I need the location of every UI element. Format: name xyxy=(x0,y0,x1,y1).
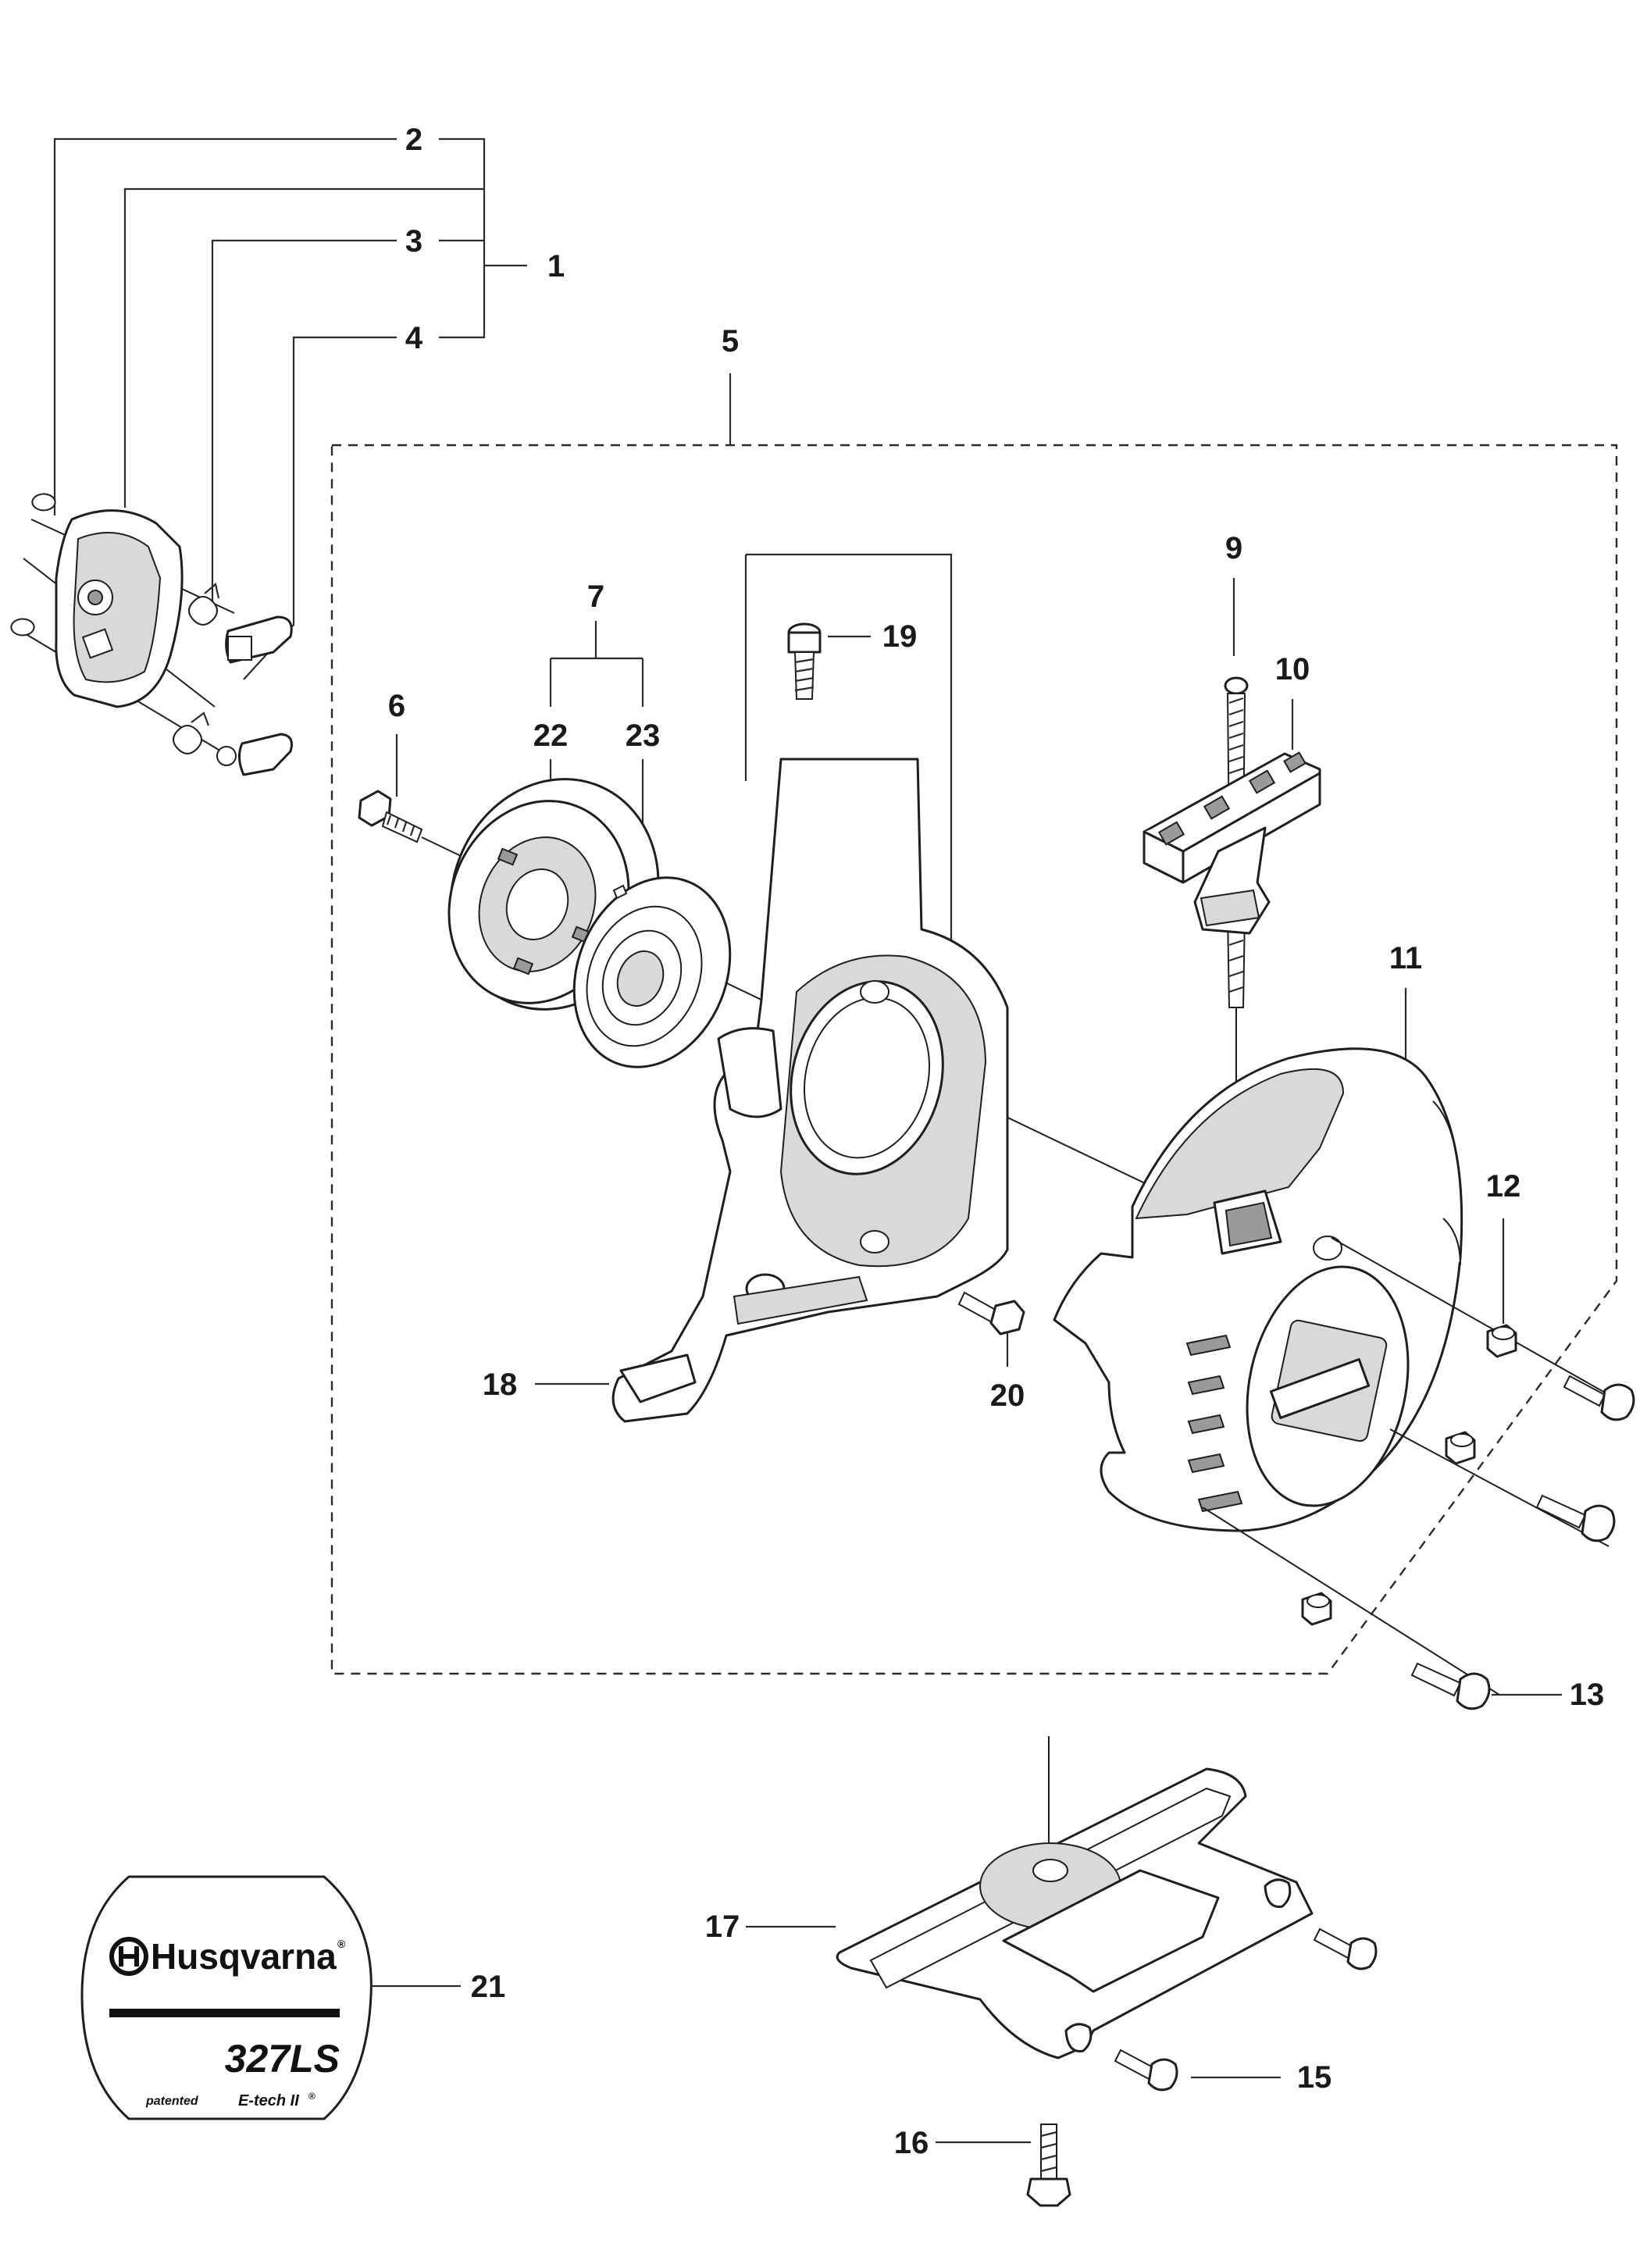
part-screw-19 xyxy=(787,622,822,700)
decal-brand: Husqvarna xyxy=(151,1936,337,1977)
part-spacer-12c xyxy=(1301,1592,1332,1626)
part-spacer-12a xyxy=(1486,1324,1517,1358)
callout-13: 13 xyxy=(1570,1678,1605,1712)
decal-registered: ® xyxy=(337,1938,346,1950)
part-screw-13b xyxy=(1535,1494,1616,1542)
part-screw-15a xyxy=(1313,1927,1378,1970)
part-knob-lower xyxy=(216,733,293,776)
callout-17: 17 xyxy=(705,1910,740,1944)
part-spacer-12b xyxy=(1445,1431,1476,1465)
callout-21: 21 xyxy=(471,1970,506,2004)
callout-16: 16 xyxy=(894,2126,929,2160)
callout-15: 15 xyxy=(1297,2060,1332,2095)
callout-4: 4 xyxy=(405,321,423,355)
callout-22: 22 xyxy=(533,719,569,753)
part-knob-upper xyxy=(225,615,293,664)
callout-10: 10 xyxy=(1275,652,1310,686)
part-starter-handle-10 xyxy=(1143,751,1321,935)
callout-9: 9 xyxy=(1225,531,1242,565)
part-spring-cassette-23 xyxy=(572,876,732,1068)
decal-model: 327LS xyxy=(225,2037,340,2081)
part-screw-13a xyxy=(1563,1375,1635,1421)
part-starter-housing-18 xyxy=(611,553,1009,1423)
part-screw-15b xyxy=(1114,2049,1178,2091)
part-screw-20 xyxy=(957,1291,1025,1335)
decal-etech: E-tech II xyxy=(238,2092,299,2109)
part-decal-21: Husqvarna ® 327LS patented E-tech II ® xyxy=(80,1875,373,2120)
part-screw-13c xyxy=(1410,1662,1491,1710)
callout-3: 3 xyxy=(405,224,422,259)
decal-etech-mark: ® xyxy=(308,2091,315,2102)
part-spring-upper xyxy=(188,582,220,626)
callout-5: 5 xyxy=(722,324,739,358)
callout-6: 6 xyxy=(388,689,405,723)
part-control-housing xyxy=(10,493,235,751)
callout-1: 1 xyxy=(547,249,565,284)
callout-23: 23 xyxy=(626,719,661,753)
decal-stripe xyxy=(109,2009,340,2017)
part-screw-6 xyxy=(358,790,423,843)
assembly-5-outline xyxy=(330,444,1618,1675)
callout-11: 11 xyxy=(1389,941,1422,975)
callout-20: 20 xyxy=(990,1378,1025,1413)
callout-12: 12 xyxy=(1486,1169,1521,1204)
callout-19: 19 xyxy=(882,619,918,654)
husqvarna-logo xyxy=(109,1937,148,1976)
callout-7: 7 xyxy=(587,579,604,614)
callout-18: 18 xyxy=(483,1368,518,1402)
part-spring-lower xyxy=(173,711,210,754)
part-guard-plate-17 xyxy=(836,1767,1314,2059)
part-screw-16 xyxy=(1026,2124,1071,2207)
part-starter-cover-11 xyxy=(1053,1047,1463,1532)
callout-2: 2 xyxy=(405,123,422,157)
decal-patented: patented xyxy=(145,2095,199,2108)
